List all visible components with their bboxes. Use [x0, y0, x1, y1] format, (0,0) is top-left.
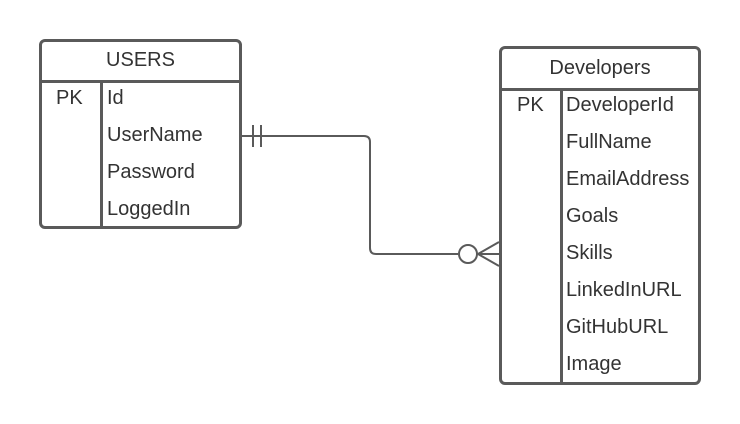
developers-attr-linkedinurl: LinkedInURL [566, 279, 682, 301]
one-and-only-one-marker [252, 125, 262, 147]
developers-attr-developerid: DeveloperId [566, 94, 674, 116]
users-attr-username: UserName [107, 124, 203, 146]
developers-attr-image: Image [566, 353, 622, 375]
developers-attr-githuburl: GitHubURL [566, 316, 669, 338]
developers-attr-goals: Goals [566, 205, 619, 227]
developers-pk-label: PK [517, 94, 544, 116]
developers-attr-fullname: FullName [566, 131, 652, 153]
developers-key-column-divider [560, 88, 563, 382]
users-entity[interactable]: USERS PK Id UserName Password LoggedIn [39, 39, 242, 229]
users-attr-loggedin: LoggedIn [107, 198, 191, 220]
users-attr-id: Id [107, 87, 124, 109]
users-attr-password: Password [107, 161, 195, 183]
developers-attr-skills: Skills [566, 242, 613, 264]
developers-entity[interactable]: Developers PK DeveloperId FullName Email… [499, 46, 701, 385]
zero-or-many-marker [458, 241, 500, 267]
developers-attr-emailaddress: EmailAddress [566, 168, 690, 190]
users-key-column-divider [100, 80, 103, 226]
relationship-line [242, 135, 458, 255]
users-pk-label: PK [56, 87, 83, 109]
users-entity-title: USERS [42, 42, 239, 83]
developers-entity-title: Developers [502, 49, 698, 91]
